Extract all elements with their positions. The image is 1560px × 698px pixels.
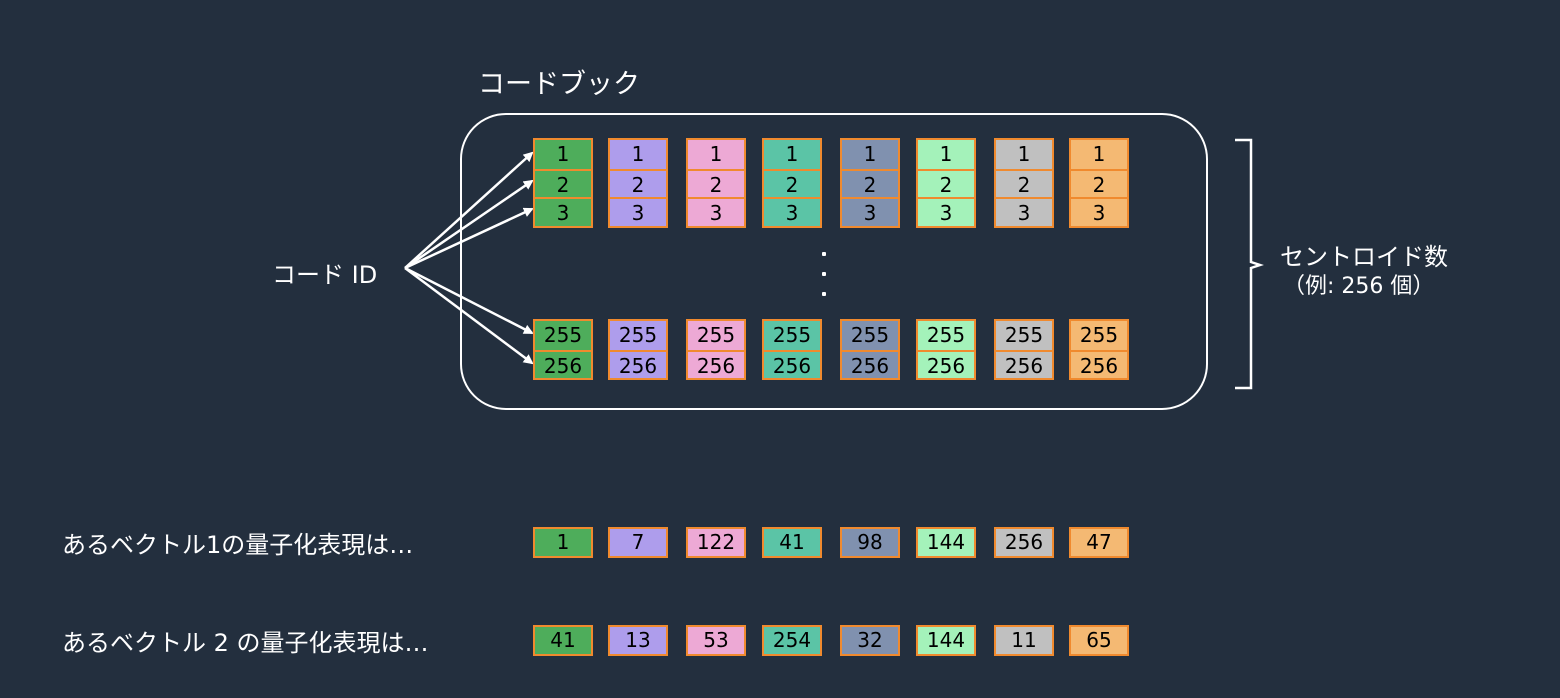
centroid-id-cell: 3: [610, 197, 666, 226]
centroid-id-cell: 256: [610, 349, 666, 379]
centroid-id-cell: 3: [688, 197, 744, 226]
centroid-id-cell: 255: [618, 323, 658, 347]
centroid-id-cell: 3: [918, 197, 974, 226]
quantized-code-box: 7: [608, 527, 668, 558]
centroid-id-cell: 2: [918, 168, 974, 198]
centroid-id-cell: 1: [939, 142, 953, 166]
centroid-id-cell: 2: [535, 168, 591, 198]
centroid-count-label: セントロイド数: [1280, 243, 1448, 271]
quantized-code-box: 13: [608, 625, 668, 656]
centroid-id-cell: 256: [535, 349, 591, 379]
centroid-id-cell: 256: [764, 349, 820, 379]
centroid-id-cell: 1: [556, 142, 570, 166]
centroid-id-cell: 256: [688, 349, 744, 379]
quantized-code-box: 144: [916, 625, 976, 656]
centroid-id-cell: 1: [1092, 142, 1106, 166]
centroid-id-cell: 3: [535, 197, 591, 226]
centroid-id-cell: 1: [863, 142, 877, 166]
quantized-code-box: 41: [762, 527, 822, 558]
quantized-vector-label: あるベクトル1の量子化表現は…: [62, 531, 414, 559]
centroid-id-cell: 3: [996, 197, 1052, 226]
arrow-group: [404, 151, 534, 365]
centroid-id-cell: 1: [631, 142, 645, 166]
ellipsis-dot: [822, 292, 826, 296]
codebook-frame: [460, 113, 1208, 410]
quantized-code-box: 65: [1069, 625, 1129, 656]
centroid-id-cell: 3: [1071, 197, 1127, 226]
quantized-vector-label: あるベクトル 2 の量子化表現は…: [62, 629, 429, 657]
centroid-id-cell: 2: [842, 168, 898, 198]
quantized-code-box: 98: [840, 527, 900, 558]
centroid-id-cell: 3: [842, 197, 898, 226]
quantized-code-box: 41: [533, 625, 593, 656]
centroid-id-cell: 1: [1017, 142, 1031, 166]
quantized-code-box: 47: [1069, 527, 1129, 558]
quantized-code-box: 254: [762, 625, 822, 656]
quantized-code-box: 256: [994, 527, 1054, 558]
centroid-id-cell: 1: [709, 142, 723, 166]
centroid-id-cell: 2: [1071, 168, 1127, 198]
centroid-id-cell: 3: [764, 197, 820, 226]
quantized-code-box: 144: [916, 527, 976, 558]
quantized-code-box: 11: [994, 625, 1054, 656]
centroid-id-cell: 2: [996, 168, 1052, 198]
centroid-id-cell: 2: [688, 168, 744, 198]
centroid-id-cell: 255: [543, 323, 583, 347]
centroid-id-cell: 256: [1071, 349, 1127, 379]
codebook-title: コードブック: [478, 69, 640, 100]
ellipsis-dot: [822, 252, 826, 256]
quantized-code-box: 122: [686, 527, 746, 558]
ellipsis-dot: [822, 272, 826, 276]
centroid-id-cell: 256: [996, 349, 1052, 379]
centroid-example-label: （例: 256 個）: [1283, 274, 1435, 299]
centroid-id-cell: 255: [926, 323, 966, 347]
quantized-code-box: 53: [686, 625, 746, 656]
centroid-id-cell: 255: [850, 323, 890, 347]
centroid-id-cell: 2: [610, 168, 666, 198]
centroid-id-cell: 2: [764, 168, 820, 198]
centroid-id-cell: 256: [918, 349, 974, 379]
quantized-code-box: 32: [840, 625, 900, 656]
centroid-id-cell: 255: [1079, 323, 1119, 347]
centroid-id-cell: 1: [785, 142, 799, 166]
right-bracket-icon: [1235, 138, 1264, 390]
centroid-id-cell: 256: [842, 349, 898, 379]
code-id-label: コード ID: [272, 261, 378, 289]
centroid-id-cell: 255: [696, 323, 736, 347]
centroid-id-cell: 255: [772, 323, 812, 347]
centroid-id-cell: 255: [1004, 323, 1044, 347]
quantized-code-box: 1: [533, 527, 593, 558]
